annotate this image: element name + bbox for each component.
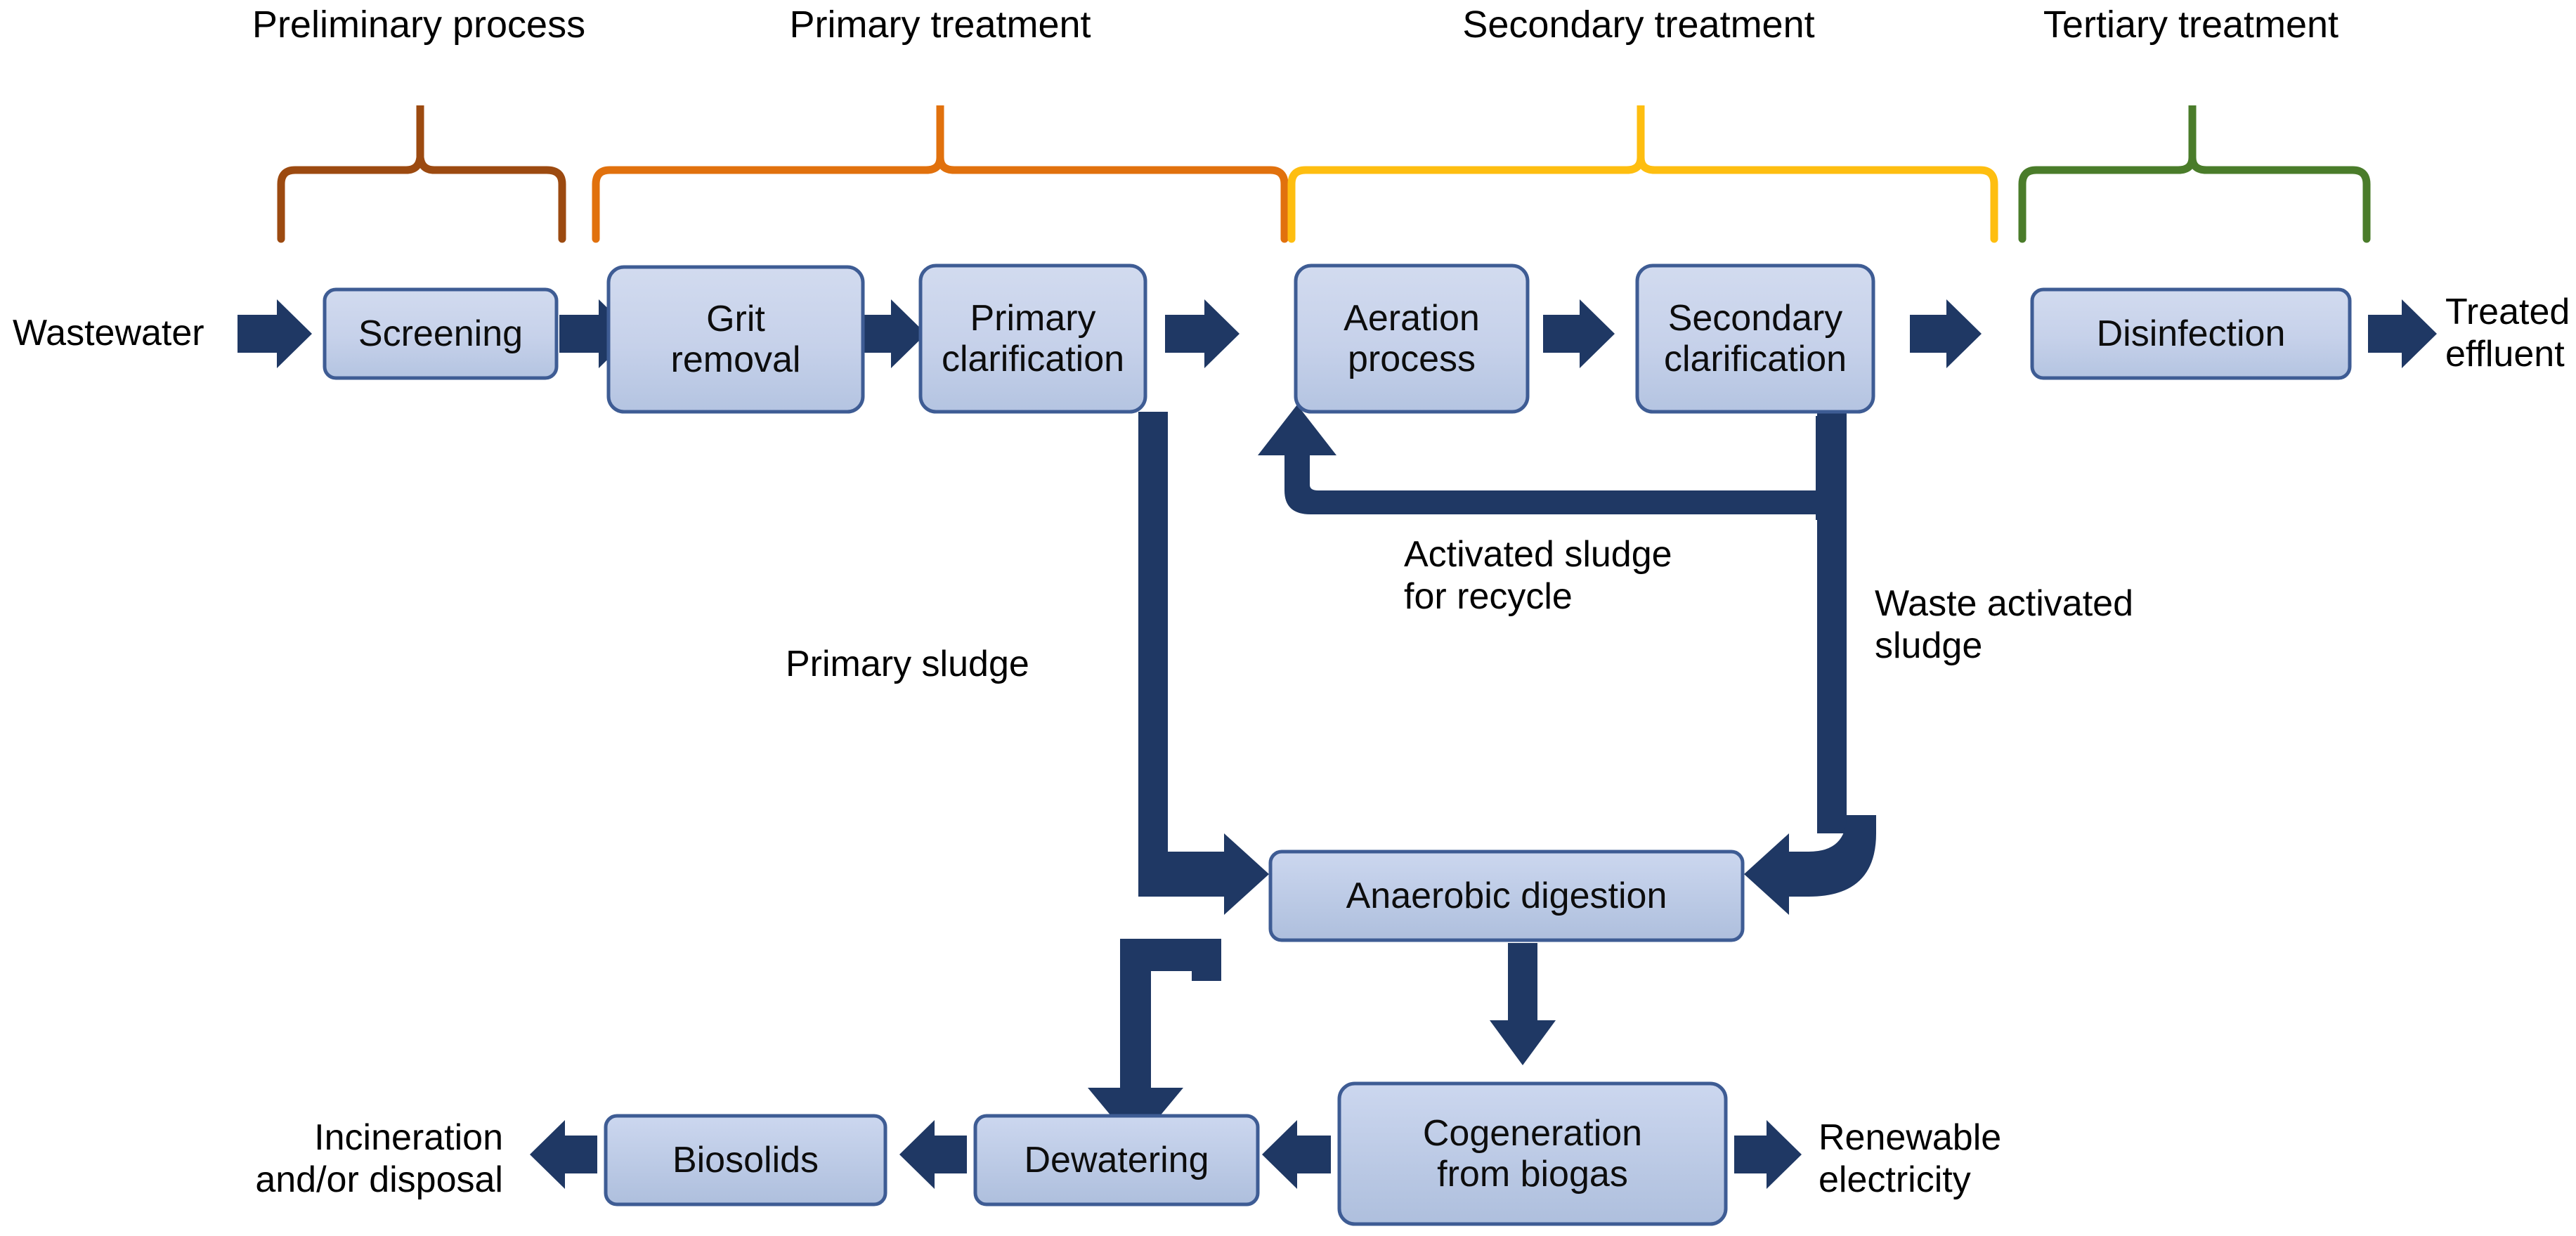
arrow-grit-removal-to-primary-clarification bbox=[857, 299, 926, 368]
label-incineration-and-disposal: Incineration and/or disposal bbox=[255, 1117, 503, 1200]
arrow-wastewater-to-screening bbox=[238, 299, 312, 368]
process-box-dewatering[interactable] bbox=[973, 1114, 1260, 1206]
arrow-digestion-to-cogeneration bbox=[1490, 943, 1556, 1065]
arrow-activated-sludge-recycle bbox=[1258, 405, 1842, 520]
brace-preliminary-process bbox=[277, 105, 566, 243]
process-box-primary-clarification[interactable] bbox=[918, 264, 1147, 414]
process-label-grit-removal[interactable]: Grit removal bbox=[670, 298, 801, 380]
label-primary-sludge: Primary sludge bbox=[786, 644, 1029, 684]
label-renewable-electricity: Renewable electricity bbox=[1819, 1117, 2002, 1200]
arrow-secondary-clarification-to-disinfection bbox=[1910, 299, 1982, 368]
label-waste-activated-sludge: Waste activated sludge bbox=[1875, 583, 2134, 666]
label-wastewater: Wastewater bbox=[13, 313, 204, 354]
process-box-anaerobic-digestion[interactable] bbox=[1268, 850, 1745, 942]
process-label-screening[interactable]: Screening bbox=[358, 313, 523, 354]
arrow-disinfection-to-treated-effluent bbox=[2368, 299, 2437, 368]
arrow-cogeneration-to-dewatering bbox=[1262, 1120, 1331, 1189]
arrow-waste-activated-sludge bbox=[1744, 412, 1876, 915]
process-box-screening[interactable] bbox=[323, 287, 559, 380]
arrow-biosolids-to-incineration bbox=[530, 1120, 597, 1189]
process-label-aeration-process[interactable]: Aeration process bbox=[1344, 297, 1480, 379]
process-label-secondary-clarification[interactable]: Secondary clarification bbox=[1663, 297, 1847, 379]
process-box-disinfection[interactable] bbox=[2030, 287, 2352, 380]
arrow-aeration-to-secondary-clarification bbox=[1543, 299, 1615, 368]
process-label-primary-clarification[interactable]: Primary clarification bbox=[941, 297, 1125, 379]
label-treated-effluent: Treated effluent bbox=[2445, 292, 2570, 375]
process-box-grit-removal[interactable] bbox=[606, 265, 865, 414]
process-box-cogeneration[interactable] bbox=[1337, 1081, 1728, 1226]
process-box-secondary-clarification[interactable] bbox=[1635, 264, 1875, 414]
arrow-dewatering-to-biosolids bbox=[899, 1120, 967, 1189]
process-label-anaerobic-digestion[interactable]: Anaerobic digestion bbox=[1346, 875, 1667, 916]
process-label-dewatering[interactable]: Dewatering bbox=[1024, 1139, 1209, 1180]
label-activated-sludge-for-recycle: Activated sludge for recycle bbox=[1404, 534, 1672, 617]
arrow-primary-sludge bbox=[1088, 412, 1269, 1145]
process-label-biosolids[interactable]: Biosolids bbox=[672, 1139, 819, 1180]
arrow-primary-clarification-to-aeration bbox=[1165, 299, 1240, 368]
process-box-aeration-process[interactable] bbox=[1294, 264, 1530, 414]
brace-primary-treatment bbox=[592, 105, 1289, 243]
brace-secondary-treatment bbox=[1287, 105, 1998, 243]
process-label-cogeneration[interactable]: Cogeneration from biogas bbox=[1422, 1112, 1643, 1195]
process-label-disinfection[interactable]: Disinfection bbox=[2096, 313, 2286, 354]
arrow-cogeneration-to-renewable-electricity bbox=[1734, 1120, 1802, 1189]
process-box-biosolids[interactable] bbox=[604, 1114, 887, 1206]
brace-tertiary-treatment bbox=[2018, 105, 2371, 243]
